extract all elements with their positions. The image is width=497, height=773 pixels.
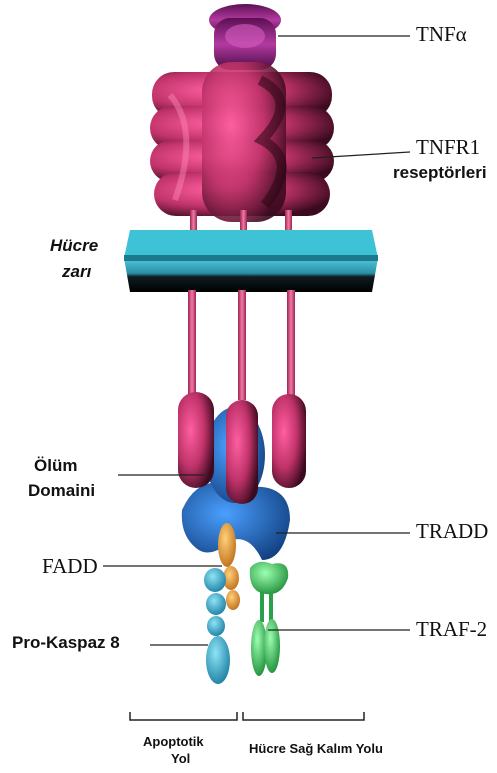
survival-bracket (243, 712, 364, 720)
traf2-label: TRAF-2 (416, 617, 487, 642)
tradd-label: TRADD (416, 519, 488, 544)
tnf-alpha-label: TNFα (416, 22, 467, 47)
traf2-protein (250, 562, 288, 676)
apoptotic-label-line2: Yol (171, 751, 190, 766)
cell-membrane (124, 230, 378, 292)
death-domain-label-line2: Domaini (28, 481, 95, 501)
apoptotic-label-line1: Apoptotik (143, 734, 204, 749)
tnfr1-receptors-label: reseptörleri (393, 163, 487, 183)
pathway-brackets (130, 712, 364, 720)
membrane-label-line1: Hücre (50, 236, 98, 256)
tnfr1-receptors (150, 62, 334, 222)
fadd-label: FADD (42, 554, 98, 579)
tnfr1-label: TNFR1 (416, 135, 480, 160)
death-domain-label-line1: Ölüm (34, 456, 77, 476)
receptor-stalks-lower (188, 290, 295, 400)
death-domains (178, 392, 306, 504)
survival-label: Hücre Sağ Kalım Yolu (249, 741, 383, 756)
membrane-label-line2: zarı (62, 262, 91, 282)
apoptotic-bracket (130, 712, 237, 720)
tnf-alpha-molecule (209, 4, 281, 70)
prokaspaz-label: Pro-Kaspaz 8 (12, 633, 120, 653)
